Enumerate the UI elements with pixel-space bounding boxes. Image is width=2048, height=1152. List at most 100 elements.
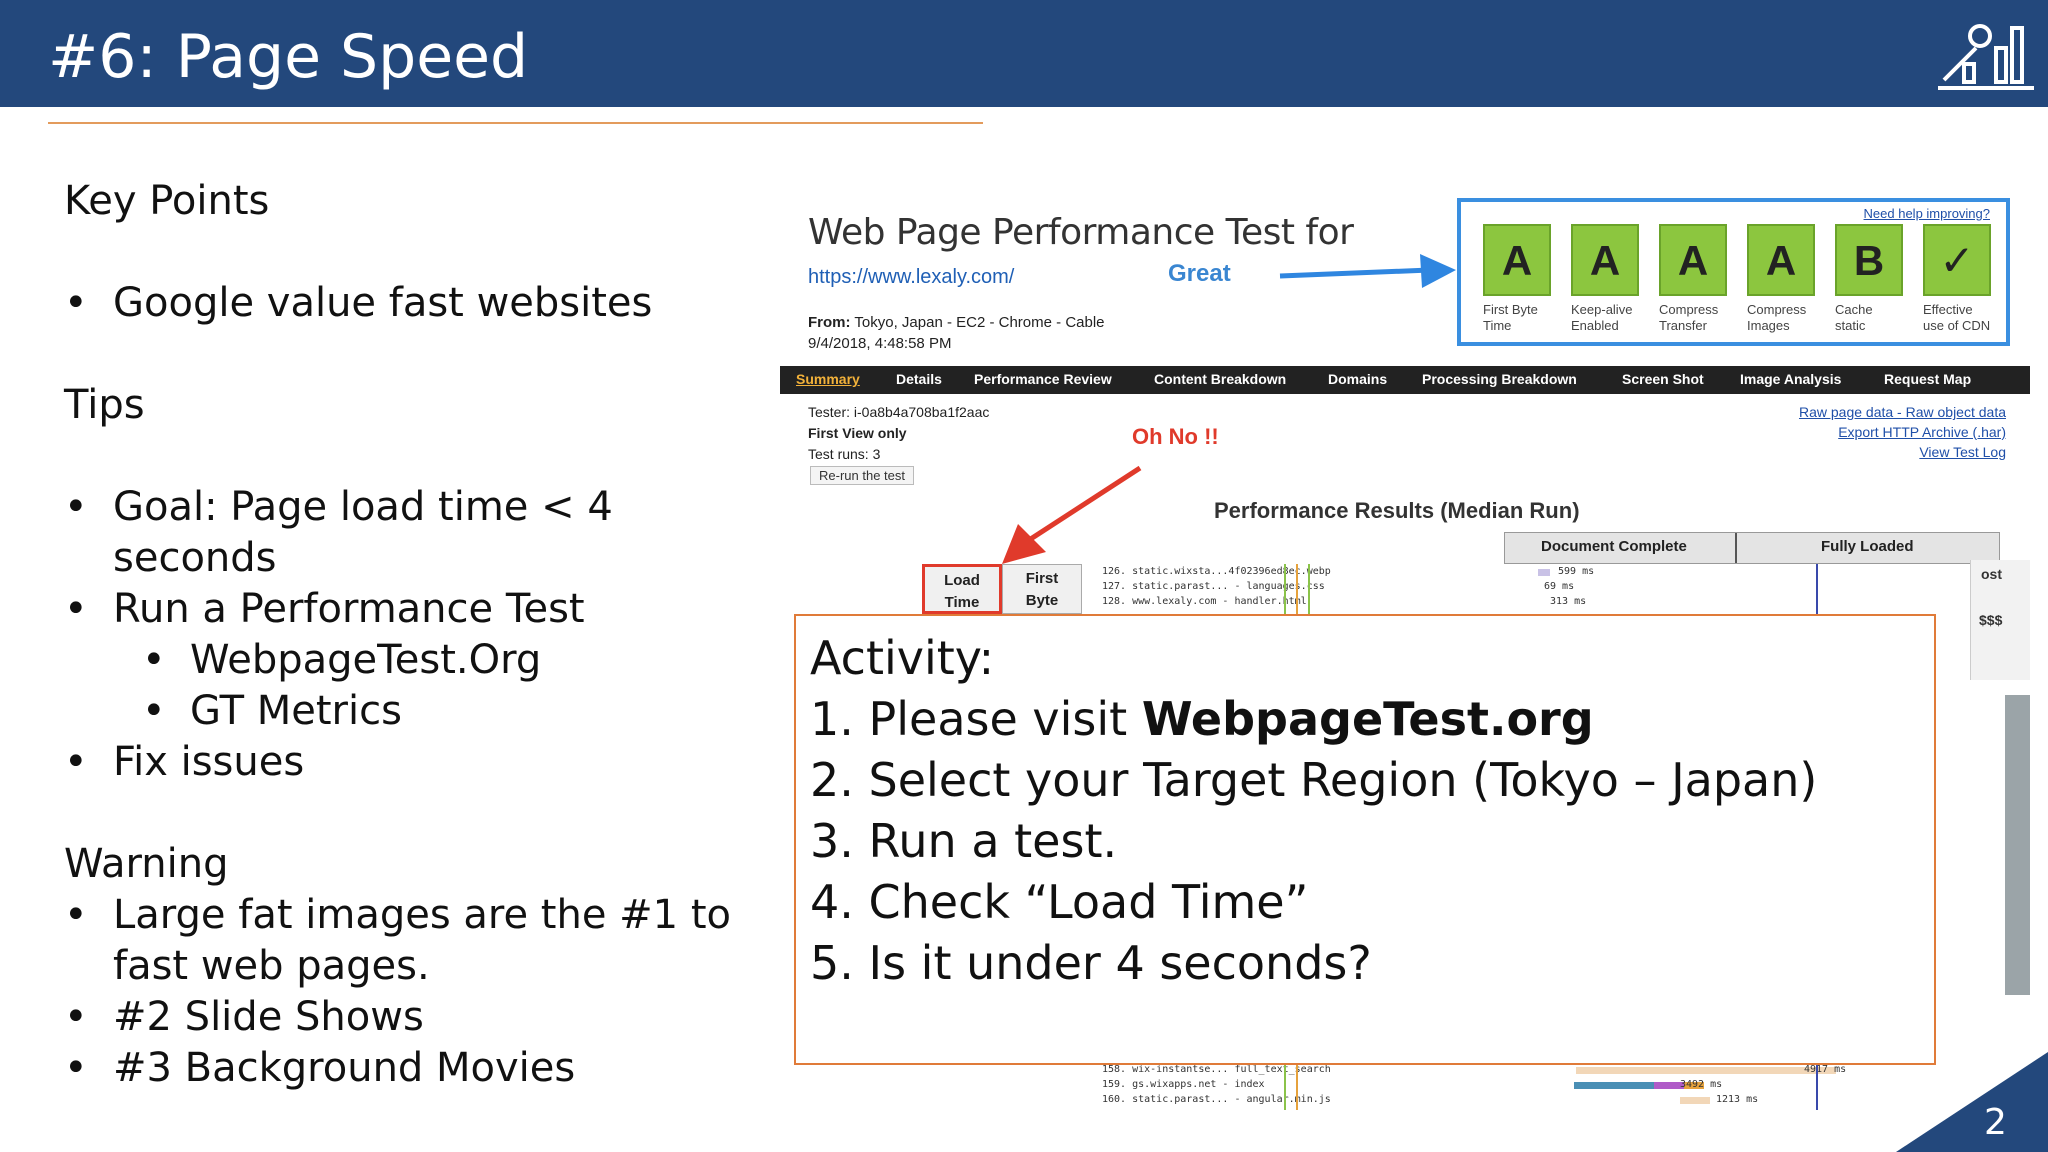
warning-item-2: #2 Slide Shows xyxy=(64,992,764,1043)
nav-performance-review[interactable]: Performance Review xyxy=(974,371,1112,387)
waterfall-marker xyxy=(1816,564,1818,614)
tool-webpagetest: WebpageTest.Org xyxy=(64,635,764,686)
nav-screen-shot[interactable]: Screen Shot xyxy=(1622,371,1704,387)
waterfall-marker xyxy=(1816,1060,1818,1110)
waterfall-row: 128. www.lexaly.com - handler.html xyxy=(1102,596,1307,607)
tester-id: Tester: i-0a8b4a708ba1f2aac xyxy=(808,404,990,420)
from-label: From: xyxy=(808,314,851,331)
waterfall-row: 158. wix-instantse... full_text_search xyxy=(1102,1064,1331,1075)
waterfall-ms: 3492 ms xyxy=(1680,1079,1723,1090)
test-date: 9/4/2018, 4:48:58 PM xyxy=(808,335,952,352)
tester-info: Tester: i-0a8b4a708ba1f2aac First View o… xyxy=(808,402,989,465)
nav-image-analysis[interactable]: Image Analysis xyxy=(1740,371,1842,387)
waterfall-ms: 313 ms xyxy=(1550,596,1587,607)
document-complete-header: Document Complete xyxy=(1541,538,1687,555)
results-table-header: Document Complete Fully Loaded xyxy=(1504,532,2000,564)
grade-compress-transfer: A xyxy=(1659,224,1727,296)
fully-loaded-header: Fully Loaded xyxy=(1821,538,1914,555)
waterfall-bar xyxy=(1654,1082,1684,1089)
wpt-from-info: From: Tokyo, Japan - EC2 - Chrome - Cabl… xyxy=(808,312,1105,354)
slide-title: #6: Page Speed xyxy=(48,22,529,92)
waterfall-bar xyxy=(1576,1067,1836,1074)
nav-domains[interactable]: Domains xyxy=(1328,371,1388,387)
waterfall-marker xyxy=(1296,1060,1298,1110)
key-point-item: Google value fast websites xyxy=(64,278,764,329)
tool-gtmetrics: GT Metrics xyxy=(64,686,764,737)
rerun-test-button[interactable]: Re-run the test xyxy=(810,466,914,485)
slide-header: #6: Page Speed xyxy=(0,0,2048,107)
waterfall-ms: 4917 ms xyxy=(1804,1064,1847,1075)
cost-label: ost xyxy=(1981,566,2002,582)
grade-cdn: ✓ xyxy=(1923,224,1991,296)
waterfall-ms: 69 ms xyxy=(1544,581,1575,592)
waterfall-row: 160. static.parast... - angular.min.js xyxy=(1102,1094,1331,1105)
grade-keep-alive: A xyxy=(1571,224,1639,296)
activity-step-2: 2. Select your Target Region (Tokyo – Ja… xyxy=(810,753,1818,807)
nav-summary[interactable]: Summary xyxy=(796,371,860,387)
performance-results-heading: Performance Results (Median Run) xyxy=(1214,498,1580,523)
nav-request-map[interactable]: Request Map xyxy=(1884,371,1972,387)
waterfall-ms: 1213 ms xyxy=(1716,1094,1759,1105)
page-thumbnail xyxy=(2005,695,2030,995)
raw-data-links: Raw page data - Raw object data Export H… xyxy=(1799,402,2006,462)
title-underline xyxy=(48,122,983,124)
waterfall-marker xyxy=(1296,564,1298,614)
waterfall-ms: 599 ms xyxy=(1558,566,1595,577)
grade-first-byte: A xyxy=(1483,224,1551,296)
waterfall-marker xyxy=(1308,564,1310,614)
waterfall-bar xyxy=(1680,1097,1710,1104)
grades-panel: Need help improving? A A A A B ✓ First B… xyxy=(1457,198,2010,346)
grade-compress-images: A xyxy=(1747,224,1815,296)
waterfall-marker xyxy=(1284,564,1286,614)
need-help-link: Need help improving? xyxy=(1863,206,1990,221)
oh-no-annotation: Oh No !! xyxy=(1132,424,1219,449)
webpagetest-link-text: WebpageTest.org xyxy=(1141,692,1594,746)
activity-step-5: 5. Is it under 4 seconds? xyxy=(810,936,1372,990)
key-points-heading: Key Points xyxy=(64,178,270,224)
activity-heading: Activity: xyxy=(810,631,995,685)
waterfall-row: 127. static.parast... - languages.css xyxy=(1102,581,1325,592)
page-corner-shape xyxy=(1896,1052,2048,1152)
waterfall-bar xyxy=(1574,1082,1654,1089)
waterfall-row: 126. static.wixsta...4f02396ed8ec.webp xyxy=(1102,566,1331,577)
tip-goal: Goal: Page load time < 4 seconds xyxy=(64,482,764,584)
warning-heading: Warning xyxy=(64,841,229,887)
test-runs: Test runs: 3 xyxy=(808,446,881,462)
tip-fix-issues: Fix issues xyxy=(64,737,764,788)
activity-step-3: 3. Run a test. xyxy=(810,814,1118,868)
first-view-label: First View only xyxy=(808,425,907,441)
wpt-nav-bar: Summary Details Performance Review Conte… xyxy=(780,366,2030,394)
nav-processing-breakdown[interactable]: Processing Breakdown xyxy=(1422,371,1577,387)
tip-run-test: Run a Performance Test xyxy=(64,584,764,635)
view-test-log-link[interactable]: View Test Log xyxy=(1919,444,2006,460)
warning-item-1-line2: fast web pages. xyxy=(113,943,430,989)
waterfall-row: 159. gs.wixapps.net - index xyxy=(1102,1079,1265,1090)
bar-chart-logo-icon xyxy=(1938,24,2034,90)
activity-box: Activity: 1. Please visit WebpageTest.or… xyxy=(794,614,1936,1065)
nav-content-breakdown[interactable]: Content Breakdown xyxy=(1154,371,1287,387)
page-number: 2 xyxy=(1984,1102,2007,1143)
export-har-link[interactable]: Export HTTP Archive (.har) xyxy=(1838,424,2006,440)
wpt-title: Web Page Performance Test for xyxy=(808,212,1354,253)
cost-value: $$$ xyxy=(1979,612,2003,628)
key-points-column: Key Points Google value fast websites Ti… xyxy=(64,176,764,1094)
waterfall-bar xyxy=(1538,569,1550,576)
warning-item-1: Large fat images are the #1 to fast web … xyxy=(64,890,764,992)
waterfall-bar xyxy=(1684,1082,1704,1089)
nav-details[interactable]: Details xyxy=(896,371,942,387)
red-arrow-icon xyxy=(1002,465,1142,564)
from-value: Tokyo, Japan - EC2 - Chrome - Cable xyxy=(854,314,1105,331)
blue-arrow-icon xyxy=(1279,254,1456,288)
grade-cache-static: B xyxy=(1835,224,1903,296)
warning-item-3: #3 Background Movies xyxy=(64,1043,764,1094)
activity-step-1: 1. Please visit WebpageTest.org xyxy=(810,692,1594,746)
warning-item-1-line1: Large fat images are the #1 to xyxy=(113,892,731,938)
raw-page-data-link[interactable]: Raw page data - Raw object data xyxy=(1798,404,2006,420)
